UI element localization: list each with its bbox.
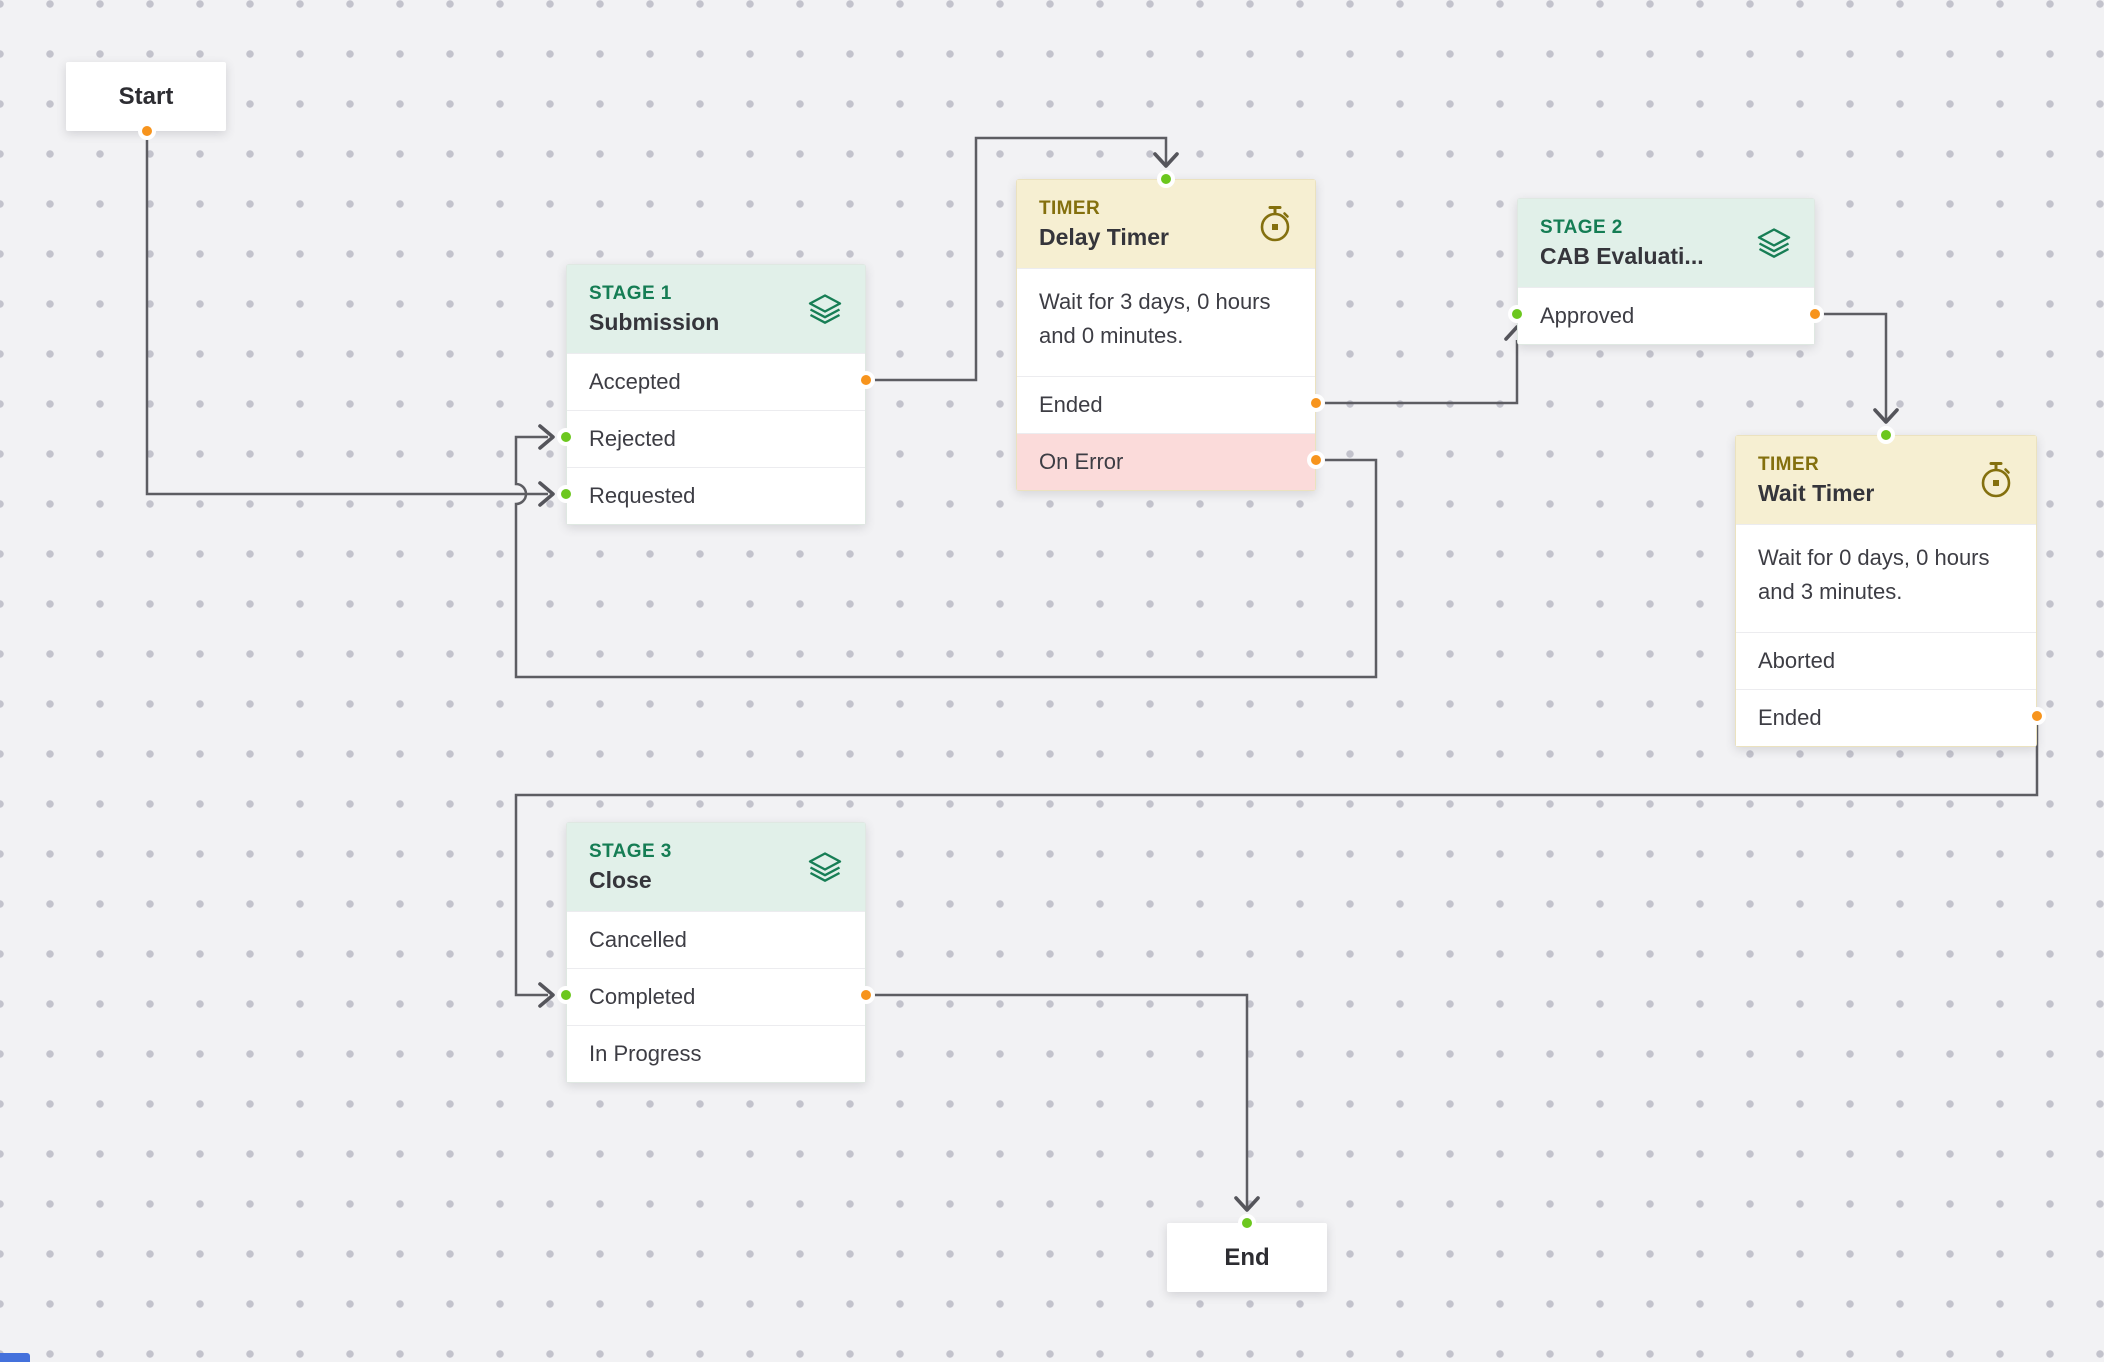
port-accepted-output[interactable] [857,371,875,389]
stage-1-title: Submission [589,308,720,335]
connector-start-to-requested[interactable] [145,131,548,496]
outcome-row-on-error[interactable]: On Error [1017,433,1315,490]
delay-timer-description: Wait for 3 days, 0 hours and 0 minutes. [1017,268,1315,376]
node-delay-timer[interactable]: TIMER Delay Timer Wait for 3 days, 0 hou… [1016,179,1316,491]
stage-2-type-label: STAGE 2 [1540,216,1623,238]
outcome-row-ended[interactable]: Ended [1017,376,1315,433]
outcome-row-rejected[interactable]: Rejected [567,410,865,467]
node-wait-timer[interactable]: TIMER Wait Timer Wait for 0 days, 0 hour… [1735,435,2037,747]
connector-ended-to-approved[interactable] [1316,340,1519,405]
arrowhead-requested [538,481,555,507]
delay-timer-type-label: TIMER [1039,197,1101,219]
outcome-row-wait-ended[interactable]: Ended [1736,689,2036,746]
outcome-row-approved[interactable]: Approved [1518,287,1814,344]
arrowhead-wait-timer [1873,408,1899,424]
port-approved-output[interactable] [1806,305,1824,323]
node-stage-2-cab-evaluation[interactable]: STAGE 2 CAB Evaluati... Approved [1517,198,1815,345]
stage-3-header: STAGE 3 Close [567,823,865,911]
node-start[interactable]: Start [66,62,226,131]
port-wait-ended-output[interactable] [2028,707,2046,725]
stage-1-header: STAGE 1 Submission [567,265,865,353]
stage-2-title: CAB Evaluati... [1540,242,1704,269]
connector-on-error-to-rejected[interactable] [514,435,1378,679]
layers-icon [1757,228,1791,258]
port-rejected-input[interactable] [557,428,575,446]
port-completed-input[interactable] [557,986,575,1004]
stopwatch-icon [1981,462,2011,498]
port-end-input[interactable] [1238,1214,1256,1232]
port-on-error-output[interactable] [1307,451,1325,469]
port-approved-input[interactable] [1508,305,1526,323]
stage-3-type-label: STAGE 3 [589,840,672,862]
connector-completed-to-end[interactable] [866,993,1249,1208]
wait-timer-description: Wait for 0 days, 0 hours and 3 minutes. [1736,524,2036,632]
outcome-row-accepted[interactable]: Accepted [567,353,865,410]
delay-timer-title: Delay Timer [1039,223,1169,250]
outcome-row-cancelled[interactable]: Cancelled [567,911,865,968]
layers-icon [808,852,842,882]
start-label: Start [118,82,174,110]
wait-timer-type-label: TIMER [1758,453,1820,475]
outcome-row-in-progress[interactable]: In Progress [567,1025,865,1082]
connector-approved-to-wait-timer[interactable] [1815,312,1888,420]
port-ended-output[interactable] [1307,394,1325,412]
connector-wait-ended-to-completed[interactable] [514,716,2039,997]
outcome-row-requested[interactable]: Requested [567,467,865,524]
canvas-corner-accent [0,1353,30,1362]
node-end[interactable]: End [1167,1223,1327,1292]
stopwatch-icon [1260,206,1290,242]
stage-2-header: STAGE 2 CAB Evaluati... [1518,199,1814,287]
arrowhead-end [1234,1196,1260,1212]
port-start-output[interactable] [138,122,156,140]
arrowhead-completed [538,982,555,1008]
node-stage-3-close[interactable]: STAGE 3 Close Cancelled Completed In Pro… [566,822,866,1083]
port-wait-timer-input[interactable] [1877,426,1895,444]
layers-icon [808,294,842,324]
connector-accepted-to-delay-timer[interactable] [866,136,1168,382]
node-stage-1-submission[interactable]: STAGE 1 Submission Accepted Rejected Req… [566,264,866,525]
outcome-row-completed[interactable]: Completed [567,968,865,1025]
arrowhead-delay-timer [1153,152,1179,168]
port-completed-output[interactable] [857,986,875,1004]
port-requested-input[interactable] [557,485,575,503]
arrowhead-rejected [538,424,555,450]
end-label: End [1224,1243,1270,1271]
stage-1-type-label: STAGE 1 [589,282,672,304]
port-delay-timer-input[interactable] [1157,170,1175,188]
wait-timer-title: Wait Timer [1758,479,1875,506]
stage-3-title: Close [589,866,652,893]
wait-timer-header: TIMER Wait Timer [1736,436,2036,524]
delay-timer-header: TIMER Delay Timer [1017,180,1315,268]
outcome-row-aborted[interactable]: Aborted [1736,632,2036,689]
